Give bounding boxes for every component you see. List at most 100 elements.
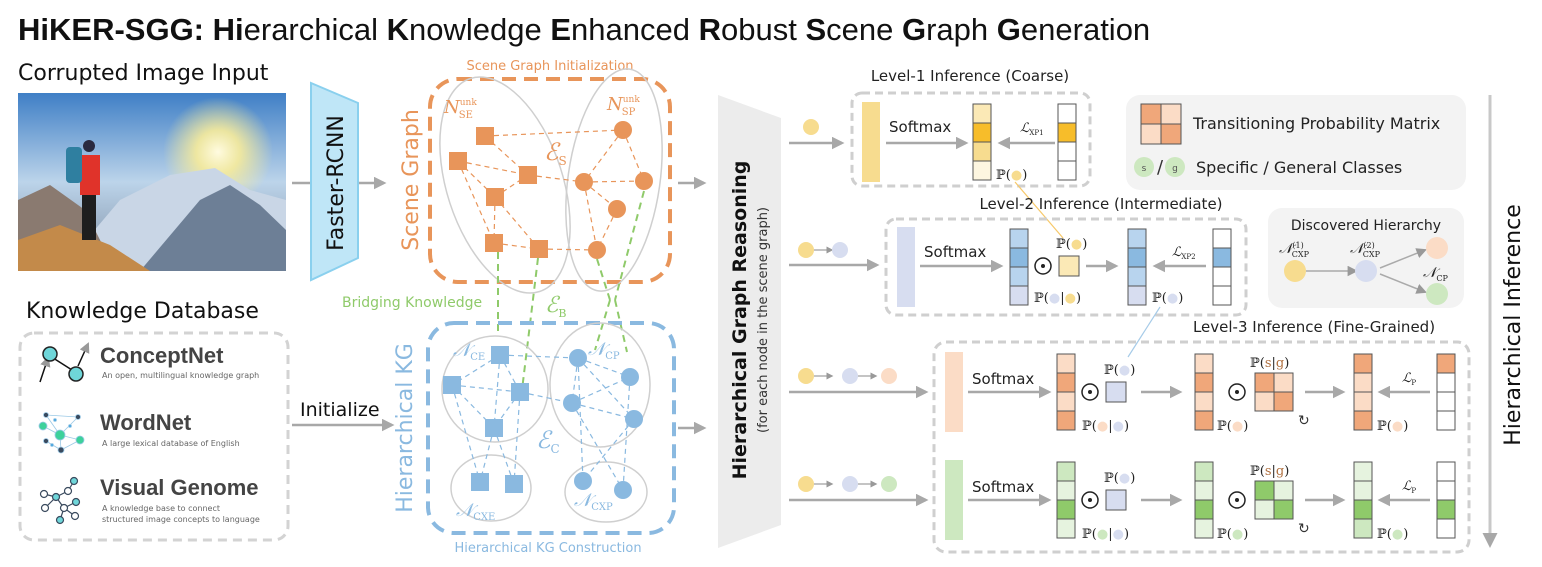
output-vector-cell <box>1353 461 1373 482</box>
transition-matrix-cell <box>1254 480 1275 501</box>
knowledge-db-box <box>18 331 290 542</box>
general-class-icon <box>1165 157 1185 177</box>
transition-label: ℙ(s|g) <box>1250 464 1289 479</box>
kb-name-visual-genome: Visual Genome <box>100 475 259 500</box>
input-image <box>18 93 286 271</box>
kb-desc-visual-genome-2: structured image concepts to language <box>102 515 260 524</box>
mid-vector-cell <box>1194 518 1214 539</box>
legend-slash: / <box>1157 157 1164 178</box>
initialize-label: Initialize <box>300 399 380 421</box>
visual-genome-graph-icon <box>39 476 81 525</box>
bridging-knowledge: Bridging Knowledge ℰB <box>342 190 645 391</box>
hierarchy-n2-label: 𝒩(2)CXP <box>1350 241 1381 259</box>
knowledge-db-label: Knowledge Database <box>26 299 259 324</box>
mid-vector-cell <box>1194 461 1214 482</box>
node-cxp-label: 𝒩CXP <box>574 490 613 513</box>
cond-vector-cell <box>1056 353 1076 374</box>
hadamard-dot <box>1235 390 1239 394</box>
level-2-loss: ℒXP2 <box>1172 245 1196 261</box>
conceptnet-graph-icon <box>39 342 90 383</box>
legend-matrix-label: Transitioning Probability Matrix <box>1192 114 1440 133</box>
scene-graph-side-label: Scene Graph <box>399 109 424 251</box>
kb-name-wordnet: WordNet <box>100 410 192 435</box>
hadamard-dot <box>1088 498 1092 502</box>
chain-node-yellow <box>798 368 814 384</box>
level-2-inference: Level-2 Inference (Intermediate) Softmax… <box>789 195 1248 317</box>
hierarchical-reasoning-block: Hierarchical Graph Reasoning (for each n… <box>718 95 781 548</box>
cond-vector-cell <box>1056 391 1076 412</box>
chain-node-lavender <box>842 368 858 384</box>
edge-s-label: ℰS <box>544 138 567 168</box>
mid-prob-label: ℙ(●) <box>1217 419 1248 434</box>
input-node-yellow <box>803 119 819 135</box>
chain-node-orange <box>881 368 897 384</box>
hierarchical-kg-panel: Hierarchical KG Hierarchical KG Construc… <box>393 321 676 556</box>
scene-graph-panel: Scene Graph Initialization Scene Graph N… <box>399 59 672 294</box>
level-1-inference: Level-1 Inference (Coarse) Softmax ℙ(●) … <box>789 67 1092 188</box>
level-1-title: Level-1 Inference (Coarse) <box>871 67 1069 85</box>
transition-matrix-cell <box>1254 499 1275 520</box>
transition-label: ℙ(s|g) <box>1250 356 1289 371</box>
level-2-target-vector <box>1212 228 1232 306</box>
level-3-softmax: Softmax <box>972 478 1034 496</box>
transition-matrix-cell <box>1273 480 1294 501</box>
mid-vector-cell <box>1194 372 1214 393</box>
node-cp-label: 𝒩CP <box>588 339 620 362</box>
detector-label: Faster-RCNN <box>324 115 349 251</box>
level-3-softmax: Softmax <box>972 370 1034 388</box>
kb-name-conceptnet: ConceptNet <box>100 343 224 368</box>
general-class-letter: g <box>1172 164 1178 174</box>
transition-matrix-cell <box>1254 391 1275 412</box>
level-1-softmax: Softmax <box>889 118 951 136</box>
prior-box <box>1105 489 1127 511</box>
reasoning-subtitle: (for each node in the scene graph) <box>756 207 771 433</box>
scene-graph-caption: Scene Graph Initialization <box>466 59 633 74</box>
kg-caption: Hierarchical KG Construction <box>454 541 641 556</box>
logits-bar <box>945 352 963 432</box>
kb-desc-wordnet: A large lexical database of English <box>102 439 240 448</box>
level-3-loss: ℒP <box>1402 479 1416 495</box>
mid-vector-cell <box>1194 480 1214 501</box>
output-prob-label: ℙ(●) <box>1377 527 1408 542</box>
prior-label: ℙ(●) <box>1104 471 1135 486</box>
output-vector-cell <box>1353 518 1373 539</box>
node-ce-label: 𝒩CE <box>453 340 485 363</box>
hierarchical-inference-label: Hierarchical Inference <box>1501 204 1526 446</box>
output-vector-cell <box>1353 499 1373 520</box>
output-vector-cell <box>1353 372 1373 393</box>
cond-vector-cell <box>1056 480 1076 501</box>
specific-class-icon <box>1134 157 1154 177</box>
level-2-prob-vector <box>1127 228 1147 306</box>
output-vector-cell <box>1353 391 1373 412</box>
specific-class-letter: s <box>1142 164 1147 174</box>
target-vector-cell <box>1436 518 1456 539</box>
kb-desc-conceptnet: An open, multilingual knowledge graph <box>102 371 259 380</box>
figure-title: HiKER-SGG: Hierarchical Knowledge Enhanc… <box>18 12 1150 47</box>
mid-vector-cell <box>1194 499 1214 520</box>
output-vector-cell <box>1353 353 1373 374</box>
target-vector-cell <box>1436 410 1456 431</box>
transition-matrix-cell <box>1273 499 1294 520</box>
target-vector-cell <box>1436 499 1456 520</box>
transition-matrix-cell <box>1254 372 1275 393</box>
level-2-softmax: Softmax <box>924 243 986 261</box>
cond-vector-cell <box>1056 461 1076 482</box>
loop-icon: ↻ <box>1298 521 1310 537</box>
target-vector-cell <box>1436 372 1456 393</box>
chain-node-lavender <box>842 476 858 492</box>
level-3-box <box>932 340 1471 554</box>
target-vector-cell <box>1436 391 1456 412</box>
cond-vector-cell <box>1056 499 1076 520</box>
level-2-prob-label: ℙ(●) <box>1152 291 1183 306</box>
target-vector-cell <box>1436 461 1456 482</box>
mid-prob-label: ℙ(●) <box>1217 527 1248 542</box>
reasoning-title: Hierarchical Graph Reasoning <box>729 161 751 480</box>
output-prob-label: ℙ(●) <box>1377 419 1408 434</box>
output-vector-cell <box>1353 480 1373 501</box>
level-3-title: Level-3 Inference (Fine-Grained) <box>1193 318 1435 336</box>
prior-label: ℙ(●) <box>1104 363 1135 378</box>
